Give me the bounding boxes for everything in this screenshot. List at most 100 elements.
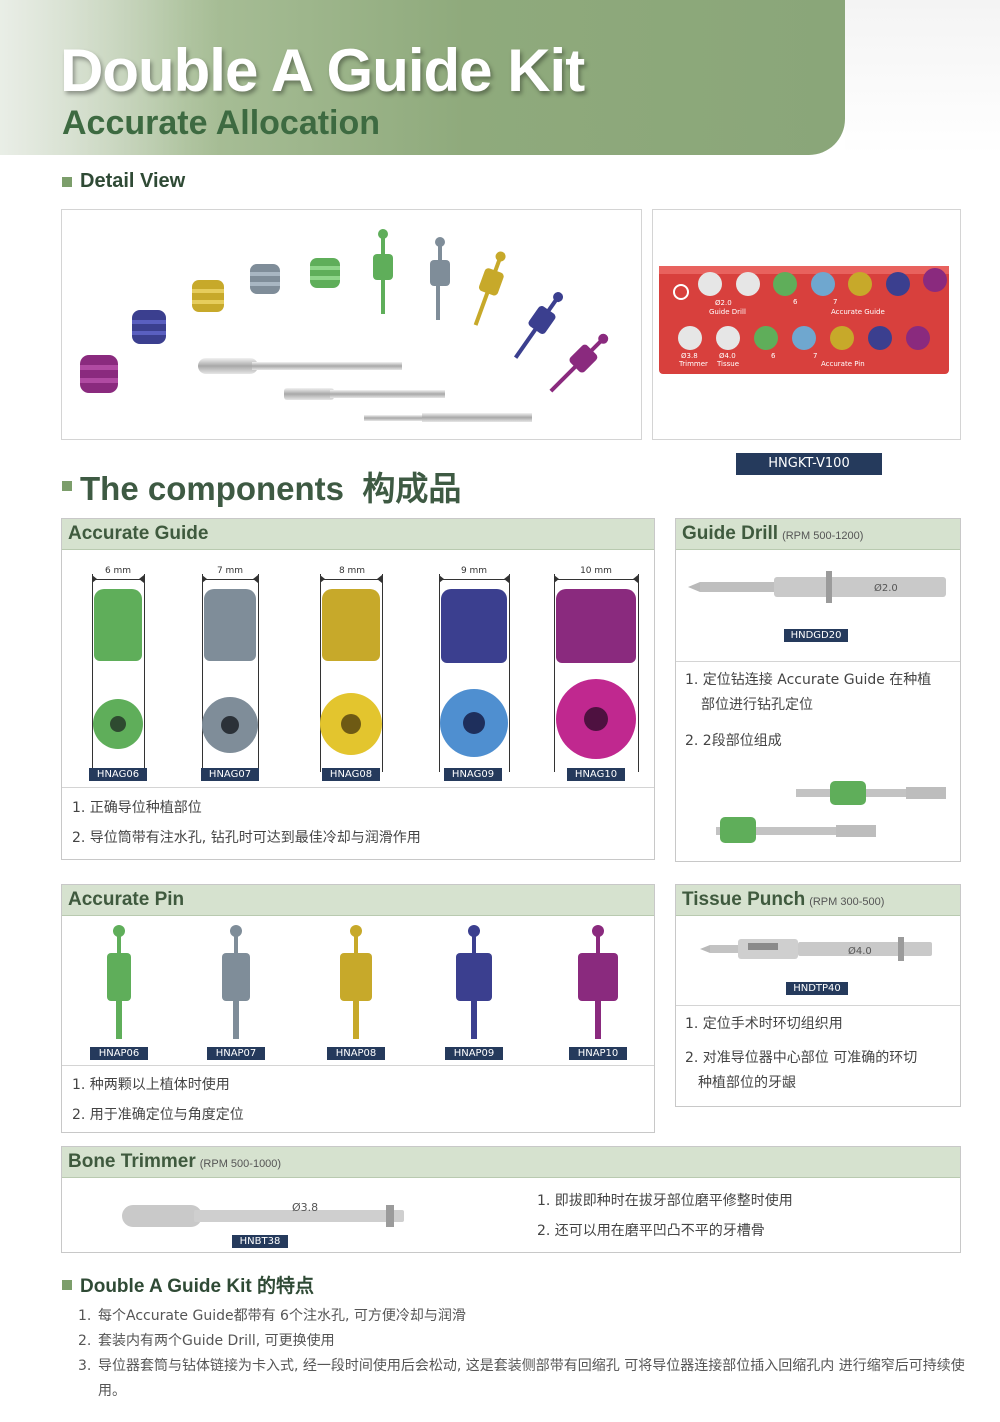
guide-drill bbox=[364, 413, 532, 422]
dimension-line bbox=[554, 574, 555, 772]
tray-top-row bbox=[698, 268, 947, 296]
list-item: 1.每个Accurate Guide都带有 6个注水孔, 可方便冷却与润滑 bbox=[78, 1304, 968, 1329]
accurate-guide-panel: Accurate Guide 6 mm HNAG06 7 mm HNAG07 8… bbox=[61, 518, 655, 860]
tray-label-trimmer: Trimmer bbox=[678, 360, 708, 368]
tray-label-d20: Ø2.0 bbox=[715, 299, 732, 307]
guide-size-label: 10 mm bbox=[580, 566, 612, 576]
accurate-guide-title: Accurate Guide bbox=[62, 519, 654, 550]
guide-drill-title: Guide Drill(RPM 500-1200) bbox=[676, 519, 960, 550]
pin-green bbox=[107, 925, 131, 1045]
list-number: 2. bbox=[78, 1333, 92, 1349]
guide-size-label: 7 mm bbox=[216, 566, 244, 576]
pin-gold bbox=[340, 925, 372, 1045]
guide-hole bbox=[341, 714, 361, 734]
tray-label-7-bottom: 7 bbox=[813, 352, 817, 360]
pin-purple bbox=[549, 333, 609, 393]
tissue-punch-panel: Tissue Punch(RPM 300-500) Ø4.0 HNDTP40 1… bbox=[675, 884, 961, 1107]
note-item: 1. 定位钻连接 Accurate Guide 在种植 bbox=[685, 672, 932, 688]
detail-view-heading: Detail View bbox=[62, 170, 185, 193]
drill-engraving: Ø2.0 bbox=[874, 582, 898, 594]
guide-size-label: 8 mm bbox=[338, 566, 366, 576]
tissue-punch-title: Tissue Punch(RPM 300-500) bbox=[676, 885, 960, 916]
detail-view-heading-text: Detail View bbox=[80, 170, 186, 192]
guide-drill-panel: Guide Drill(RPM 500-1200) Ø2.0 HNDGD20 1… bbox=[675, 518, 961, 862]
bone-trimmer-title: Bone Trimmer(RPM 500-1000) bbox=[62, 1147, 960, 1178]
note-item: 2. 2段部位组成 bbox=[685, 733, 782, 749]
components-heading-text: The components 构成品 bbox=[80, 470, 462, 507]
guide-indigo bbox=[132, 310, 166, 344]
kit-components-illustration bbox=[80, 229, 609, 422]
note-item: 1. 正确导位种植部位 bbox=[72, 800, 202, 816]
rpm-label: (RPM 500-1200) bbox=[782, 530, 864, 542]
bone-trimmer-code: HNBT38 bbox=[232, 1235, 288, 1248]
panel-divider bbox=[62, 787, 654, 788]
rpm-label: (RPM 500-1000) bbox=[199, 1158, 282, 1170]
tray-label-d40: Ø4.0 bbox=[719, 352, 736, 360]
bullet-square-icon bbox=[62, 481, 72, 491]
pin-code: HNAP09 bbox=[445, 1047, 503, 1060]
guide-code: HNAG07 bbox=[201, 768, 259, 781]
pin-code: HNAP08 bbox=[327, 1047, 385, 1060]
dimension-arrow bbox=[439, 575, 509, 583]
page-subtitle: Accurate Allocation bbox=[62, 104, 381, 142]
pin-grey bbox=[222, 925, 250, 1045]
list-text: 套装内有两个Guide Drill, 可更换使用 bbox=[98, 1333, 335, 1349]
dimension-line bbox=[202, 574, 203, 772]
page-title: Double A Guide Kit bbox=[60, 37, 585, 104]
tray-label-accurate-guide: Accurate Guide bbox=[831, 308, 885, 316]
panel-divider bbox=[62, 1065, 654, 1066]
guide-grey bbox=[250, 264, 280, 294]
guide-hole bbox=[584, 707, 608, 731]
dimension-line bbox=[509, 574, 510, 772]
dimension-line bbox=[638, 574, 639, 772]
kit-tray-illustration: Ø2.0 Guide Drill 6 7 Accurate Guide Ø3.8… bbox=[659, 266, 949, 374]
bone-trimmer-illustration: Ø3.8 bbox=[122, 1201, 404, 1227]
pin-purple bbox=[570, 925, 626, 1045]
dimension-arrow bbox=[92, 575, 144, 583]
list-item: 3.导位器套筒与钻体链接为卡入式, 经一段时间使用后会松动, 这是套装侧部带有回… bbox=[78, 1354, 968, 1404]
guide-drill-with-guide-illustration bbox=[716, 781, 946, 843]
note-item: 2. 对准导位器中心部位 可准确的环切 bbox=[685, 1050, 918, 1066]
panel-divider bbox=[676, 661, 960, 662]
note-item: 种植部位的牙龈 bbox=[698, 1075, 796, 1091]
pin-grey bbox=[430, 237, 450, 320]
guide-hole bbox=[110, 716, 126, 732]
bullet-square-icon bbox=[62, 176, 72, 187]
note-item: 1. 即拔即种时在拔牙部位磨平修整时使用 bbox=[537, 1193, 793, 1209]
tray-label-d38: Ø3.8 bbox=[681, 352, 698, 360]
bone-trimmer-title-text: Bone Trimmer bbox=[68, 1151, 196, 1172]
tissue-punch-title-text: Tissue Punch bbox=[682, 889, 806, 910]
dimension-arrow bbox=[554, 575, 638, 583]
guide-grey-body bbox=[204, 589, 256, 661]
bullet-square-icon bbox=[62, 1279, 72, 1290]
dimension-line bbox=[320, 574, 321, 772]
list-item: 2. 套装内有两个Guide Drill, 可更换使用 bbox=[78, 1329, 968, 1354]
pin-gold bbox=[473, 251, 506, 326]
dimension-arrow bbox=[320, 575, 382, 583]
guide-green bbox=[310, 258, 340, 288]
guide-size-label: 9 mm bbox=[460, 566, 488, 576]
list-text: 导位器套筒与钻体链接为卡入式, 经一段时间使用后会松动, 这是套装侧部带有回缩孔… bbox=[98, 1358, 965, 1399]
tray-label-7-top: 7 bbox=[833, 298, 837, 306]
note-item: 2. 还可以用在磨平凹凸不平的牙槽骨 bbox=[537, 1223, 765, 1239]
pin-indigo bbox=[456, 925, 492, 1045]
guide-drill-code: HNDGD20 bbox=[784, 629, 848, 642]
dimension-line bbox=[258, 574, 259, 772]
guide-green-body bbox=[94, 589, 142, 661]
guide-purple-body bbox=[556, 589, 636, 663]
accurate-pin-title: Accurate Pin bbox=[62, 885, 654, 916]
list-text: 每个Accurate Guide都带有 6个注水孔, 可方便冷却与润滑 bbox=[98, 1308, 466, 1324]
note-item: 部位进行钻孔定位 bbox=[701, 697, 813, 713]
guide-indigo-body bbox=[441, 589, 507, 663]
note-item: 1. 定位手术时环切组织用 bbox=[685, 1016, 843, 1032]
guide-code: HNAG10 bbox=[567, 768, 625, 781]
note-item: 1. 种两颗以上植体时使用 bbox=[72, 1077, 230, 1093]
guide-code: HNAG08 bbox=[322, 768, 380, 781]
kit-code-badge: HNGKT-V100 bbox=[736, 453, 882, 475]
pin-code: HNAP10 bbox=[569, 1047, 627, 1060]
guide-drill-illustration: Ø2.0 bbox=[688, 571, 946, 603]
detail-photo-frame bbox=[61, 209, 642, 440]
tissue-punch-code: HNDTP40 bbox=[786, 982, 848, 995]
guide-drill-title-text: Guide Drill bbox=[682, 523, 779, 544]
rpm-label: (RPM 300-500) bbox=[809, 896, 885, 908]
